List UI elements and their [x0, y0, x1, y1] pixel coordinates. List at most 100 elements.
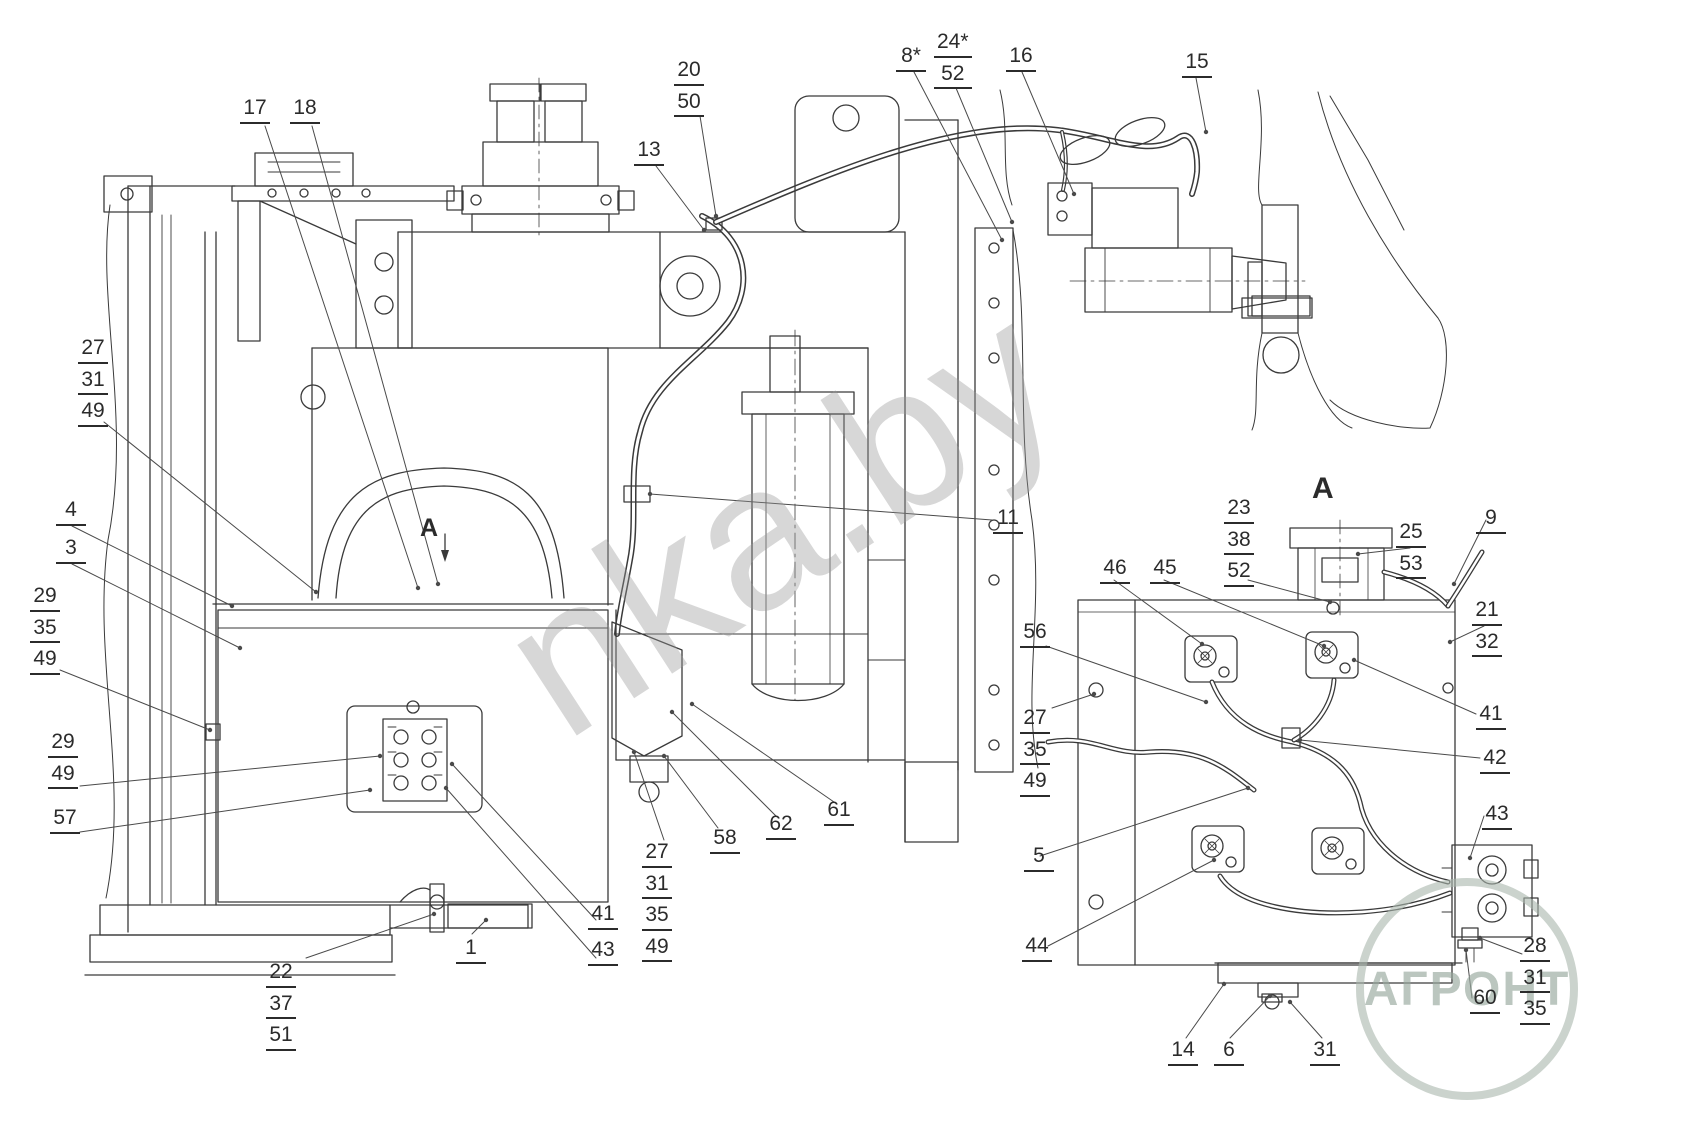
callout-5: 5 — [1024, 844, 1054, 876]
part-number: 35 — [642, 903, 672, 931]
callout-29-35-49: 29 35 49 — [30, 584, 60, 679]
part-number: 16 — [1006, 44, 1036, 72]
part-number: 28 — [1520, 934, 1550, 962]
part-number: 49 — [1020, 769, 1050, 797]
part-number: 57 — [50, 806, 80, 834]
part-number: 17 — [240, 96, 270, 124]
part-number: 43 — [588, 938, 618, 966]
harness-cable-top — [713, 125, 1201, 225]
callout-41-right: 41 — [1476, 702, 1506, 734]
part-number: 1 — [456, 936, 486, 964]
callout-24-52: 24*52 — [934, 30, 972, 93]
part-number: 53 — [1396, 552, 1426, 580]
callout-62: 62 — [766, 812, 796, 844]
part-number: 52 — [1224, 559, 1254, 587]
engine-block-right — [615, 89, 1166, 843]
part-number: 35 — [1520, 997, 1550, 1025]
left-frame — [84, 175, 529, 976]
callout-4: 4 — [56, 498, 86, 530]
callout-46: 46 — [1100, 556, 1130, 588]
detail-view-title: A — [1312, 472, 1334, 505]
part-number: 49 — [642, 935, 672, 963]
callout-9: 9 — [1476, 506, 1506, 538]
part-number: 21 — [1472, 598, 1502, 626]
filter-cylinder — [741, 329, 855, 702]
callout-23-38-52: 23 38 52 — [1224, 496, 1254, 591]
part-number: 5 — [1024, 844, 1054, 872]
part-number: 8* — [896, 44, 926, 72]
part-number: 37 — [266, 992, 296, 1020]
part-number: 31 — [78, 368, 108, 396]
top-bracket — [231, 152, 455, 349]
callout-41-bottom: 41 — [588, 902, 618, 934]
leader-lines — [59, 71, 1523, 1039]
callout-61: 61 — [824, 798, 854, 830]
engine-upper — [300, 231, 906, 606]
part-number: 50 — [674, 90, 704, 118]
part-number: 44 — [1022, 934, 1052, 962]
part-number: 29 — [48, 730, 78, 758]
callout-28-31-35: 28 31 35 — [1520, 934, 1550, 1029]
part-number: 3 — [56, 536, 86, 564]
part-number: 41 — [588, 902, 618, 930]
section-arrow — [441, 533, 449, 562]
part-number: 27 — [642, 840, 672, 868]
part-number: 43 — [1482, 802, 1512, 830]
part-number: 24* — [934, 30, 972, 58]
part-number: 32 — [1472, 630, 1502, 658]
part-number: 58 — [710, 826, 740, 854]
part-number: 62 — [766, 812, 796, 840]
callout-31-bottom: 31 — [1310, 1038, 1340, 1070]
callout-56: 56 — [1020, 620, 1050, 652]
part-number: 31 — [642, 872, 672, 900]
callout-60: 60 — [1470, 986, 1500, 1018]
part-number: 45 — [1150, 556, 1180, 584]
harness-cable-left — [614, 213, 747, 637]
callout-45: 45 — [1150, 556, 1180, 588]
callout-27-31-35-49: 27 31 35 49 — [642, 840, 672, 966]
part-number: 49 — [30, 647, 60, 675]
section-view-letter: A — [420, 514, 439, 542]
part-number: 6 — [1214, 1038, 1244, 1066]
part-number: 20 — [674, 58, 704, 86]
part-number: 15 — [1182, 50, 1212, 78]
part-number: 22 — [266, 960, 296, 988]
callout-14: 14 — [1168, 1038, 1198, 1070]
callout-1: 1 — [456, 936, 486, 968]
detail-view — [1045, 519, 1539, 1010]
starter-assembly — [1047, 182, 1313, 319]
callout-8: 8* — [896, 44, 926, 76]
callout-13: 13 — [634, 138, 664, 170]
callout-43-right: 43 — [1482, 802, 1512, 834]
part-number: 38 — [1224, 528, 1254, 556]
callout-15: 15 — [1182, 50, 1212, 82]
callout-17: 17 — [240, 96, 270, 128]
callout-22-37-51: 22 37 51 — [266, 960, 296, 1055]
callout-58: 58 — [710, 826, 740, 858]
callout-16: 16 — [1006, 44, 1036, 76]
part-number: 25 — [1396, 520, 1426, 548]
frame-fragment-right — [1251, 89, 1447, 431]
battery-box — [205, 603, 614, 903]
part-number: 29 — [30, 584, 60, 612]
part-number: 31 — [1520, 966, 1550, 994]
part-number: 56 — [1020, 620, 1050, 648]
part-number: 51 — [266, 1023, 296, 1051]
part-number: 23 — [1224, 496, 1254, 524]
part-number: 49 — [48, 762, 78, 790]
part-number: 11 — [993, 506, 1023, 534]
callout-42: 42 — [1480, 746, 1510, 778]
part-number: 13 — [634, 138, 664, 166]
part-number: 61 — [824, 798, 854, 826]
part-number: 4 — [56, 498, 86, 526]
callout-11: 11 — [993, 506, 1023, 538]
part-number: 35 — [30, 616, 60, 644]
